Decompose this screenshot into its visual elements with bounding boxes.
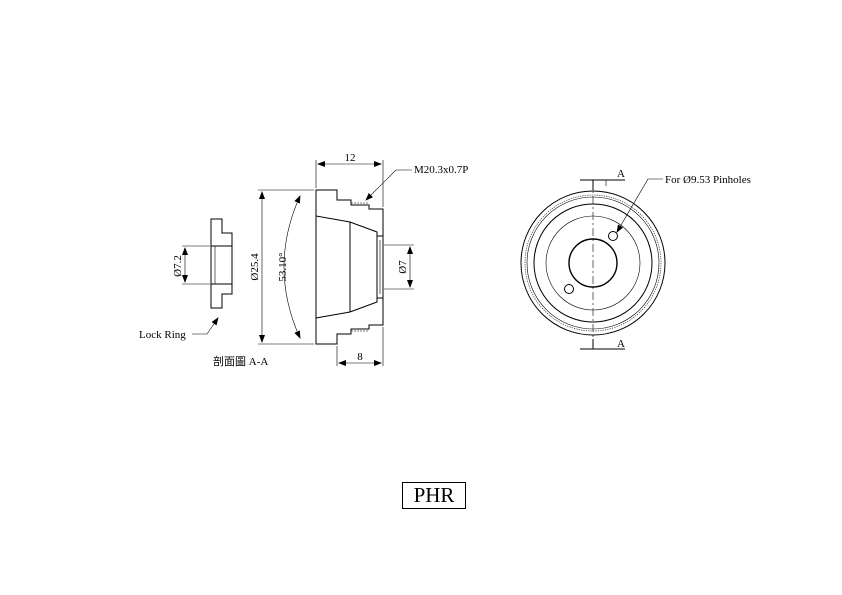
section-marker-bottom: A <box>617 338 625 350</box>
bore-diameter-label: Ø7 <box>397 260 409 274</box>
lock-ring-label: Lock Ring <box>139 329 186 341</box>
pinhole-note: For Ø9.53 Pinholes <box>665 174 751 186</box>
lock-ring-diameter-label: Ø7.2 <box>172 255 184 277</box>
front-view: A A For Ø9.53 Pinholes <box>520 168 751 350</box>
cone-angle-label: 53.10° <box>277 252 289 281</box>
length-total-label: 12 <box>345 152 356 164</box>
lock-ring-section: Ø7.2 Lock Ring <box>139 218 233 341</box>
title-code: PHR <box>413 483 455 507</box>
body-section-view: 12 M20.3x0.7P Ø25.4 53.10° Ø7 8 剖面圖 A-A <box>213 152 468 368</box>
section-marker-top: A <box>617 168 625 180</box>
title-block: PHR <box>402 482 466 509</box>
section-label: 剖面圖 A-A <box>213 354 268 368</box>
outer-diameter-label: Ø25.4 <box>249 253 261 281</box>
depth-label: 8 <box>357 351 363 363</box>
pinhole-top <box>608 231 618 241</box>
pinhole-bottom <box>564 284 574 294</box>
thread-spec-label: M20.3x0.7P <box>414 164 468 176</box>
